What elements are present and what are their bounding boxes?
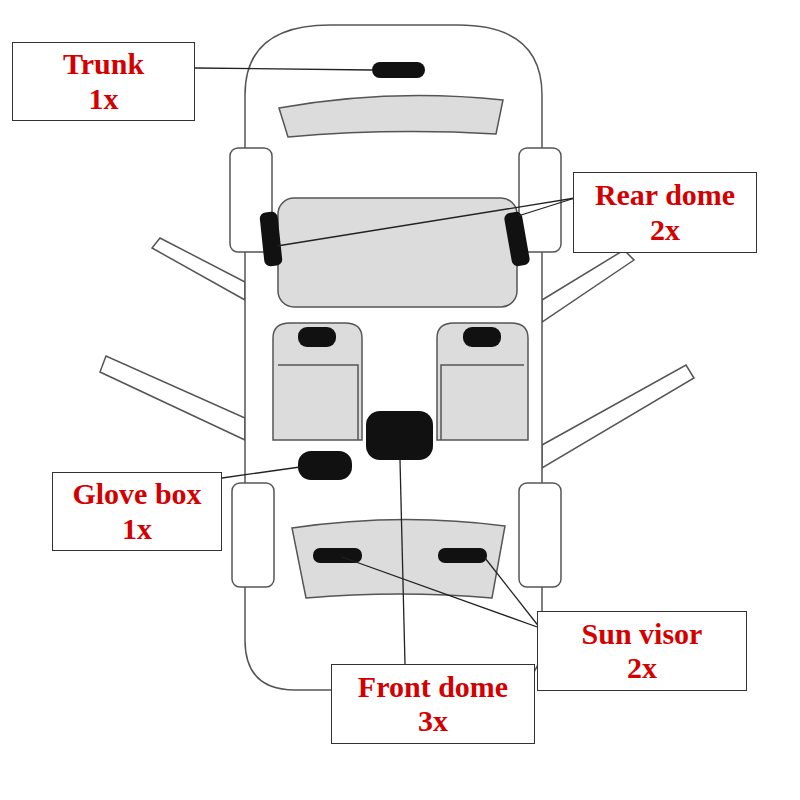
callout-box: Sun visor2x xyxy=(537,611,747,691)
dashboard xyxy=(292,519,505,598)
callout-count: 1x xyxy=(122,512,152,547)
leader-line xyxy=(195,68,372,70)
trunk-light xyxy=(372,62,425,78)
sun-visor-light xyxy=(313,548,362,563)
reading-light xyxy=(298,327,336,347)
rear-seat xyxy=(278,198,517,307)
callout-label: Sun visor xyxy=(582,617,703,652)
callout-box: Glove box1x xyxy=(52,472,222,551)
callout-count: 3x xyxy=(418,704,448,739)
callout-label: Glove box xyxy=(72,477,201,512)
seat-line xyxy=(278,365,358,440)
wheel xyxy=(519,483,561,587)
leader-line xyxy=(518,198,575,216)
callout-count: 2x xyxy=(627,651,657,686)
callout-box: Trunk1x xyxy=(12,42,195,121)
leader-line xyxy=(485,558,540,628)
leader-line xyxy=(400,460,405,664)
seat-line xyxy=(441,365,524,440)
rear-dome-light xyxy=(503,211,530,267)
callout-label: Rear dome xyxy=(595,178,735,213)
leader-line xyxy=(342,557,540,628)
callout-count: 1x xyxy=(89,82,119,117)
sun-visor-light xyxy=(438,548,487,563)
callout-box: Front dome3x xyxy=(331,664,535,744)
callout-label: Front dome xyxy=(358,670,508,705)
left-front-door xyxy=(100,356,245,440)
right-front-door xyxy=(542,365,694,468)
wheel xyxy=(232,483,274,587)
callout-count: 2x xyxy=(650,213,680,248)
glove-box-light xyxy=(298,451,352,480)
right-rear-door xyxy=(542,250,634,322)
front-seat xyxy=(273,323,362,440)
callout-box: Rear dome2x xyxy=(573,172,757,253)
rear-dome-light xyxy=(259,211,283,267)
leader-line xyxy=(222,467,300,478)
front-dome-light xyxy=(366,411,433,460)
rear-window xyxy=(279,96,503,138)
front-seat xyxy=(437,323,528,440)
callout-label: Trunk xyxy=(63,47,144,82)
car-body xyxy=(245,25,542,690)
leader-line xyxy=(277,198,575,246)
reading-light xyxy=(463,327,501,347)
